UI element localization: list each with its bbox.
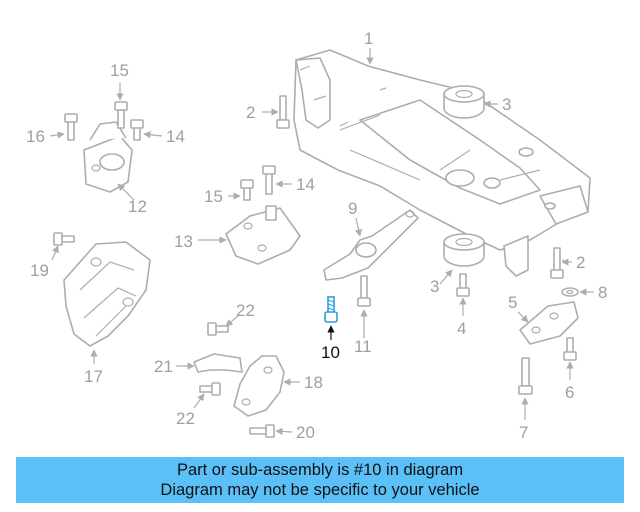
callout-1: 1 xyxy=(364,29,373,48)
bolt-part-14-upper xyxy=(130,119,144,141)
bolt-part-20 xyxy=(249,424,275,438)
bracket-part-21 xyxy=(193,353,243,373)
callout-22-upper: 22 xyxy=(236,301,255,320)
callout-labels: 1 2 3 2 3 4 5 6 7 8 9 10 11 12 13 14 14 … xyxy=(26,29,607,442)
callout-15-upper: 15 xyxy=(110,61,129,80)
callout-3-upper: 3 xyxy=(502,95,511,114)
callout-5: 5 xyxy=(508,293,517,312)
info-banner: Part or sub-assembly is #10 in diagram D… xyxy=(16,457,624,503)
bolt-part-19 xyxy=(53,232,75,246)
callout-14-upper: 14 xyxy=(166,127,185,146)
bolt-part-22-upper xyxy=(207,322,229,336)
callout-10-highlighted[interactable]: 10 xyxy=(321,343,340,362)
callout-22-lower: 22 xyxy=(176,409,195,428)
callout-21: 21 xyxy=(154,357,173,376)
parts-diagram: 1 2 3 2 3 4 5 6 7 8 9 10 11 12 13 14 14 … xyxy=(26,29,607,442)
callout-7: 7 xyxy=(519,423,528,442)
callout-11: 11 xyxy=(354,337,372,356)
bolt-part-15-lower xyxy=(240,179,254,201)
bushing-part-3-lower xyxy=(443,233,485,267)
bracket-part-5 xyxy=(519,301,579,345)
callout-12: 12 xyxy=(128,197,147,216)
bracket-part-13 xyxy=(225,205,301,265)
bolt-part-2-upper xyxy=(276,95,290,129)
callout-4: 4 xyxy=(457,319,466,338)
callout-3-lower: 3 xyxy=(430,277,439,296)
callout-20: 20 xyxy=(296,423,315,442)
bolt-part-11 xyxy=(357,275,371,307)
callout-14-lower: 14 xyxy=(296,175,315,194)
callout-2-right: 2 xyxy=(576,253,585,272)
bolt-part-15-upper xyxy=(114,101,128,129)
engine-mount-part-12 xyxy=(83,121,133,193)
callout-8: 8 xyxy=(598,283,607,302)
banner-line-2: Diagram may not be specific to your vehi… xyxy=(160,481,480,499)
callout-19: 19 xyxy=(30,261,49,280)
bolt-part-7 xyxy=(518,357,533,395)
callout-13: 13 xyxy=(174,232,193,251)
callout-18: 18 xyxy=(304,373,323,392)
mount-bracket-part-17 xyxy=(63,241,151,347)
washer-part-8 xyxy=(561,287,579,297)
bushing-part-3-upper xyxy=(443,85,485,119)
leader-lines xyxy=(49,48,594,435)
bolt-part-22-lower xyxy=(199,382,221,396)
bolt-part-2-right xyxy=(550,247,564,279)
callout-2-upper: 2 xyxy=(246,103,255,122)
torque-rod-part-9 xyxy=(323,209,419,281)
bolt-part-4 xyxy=(456,273,470,297)
callout-6: 6 xyxy=(565,383,574,402)
bolt-part-16 xyxy=(64,113,78,141)
subframe-part-1 xyxy=(293,49,591,277)
bolt-part-10-highlighted[interactable] xyxy=(324,296,338,323)
banner-line-1: Part or sub-assembly is #10 in diagram xyxy=(176,461,464,479)
bolt-part-14-lower xyxy=(262,165,276,195)
callout-9: 9 xyxy=(348,199,357,218)
bolt-part-6 xyxy=(563,337,577,361)
callout-16: 16 xyxy=(26,127,45,146)
callout-15-lower: 15 xyxy=(204,187,223,206)
callout-17: 17 xyxy=(84,367,103,386)
bracket-part-18 xyxy=(233,355,285,417)
